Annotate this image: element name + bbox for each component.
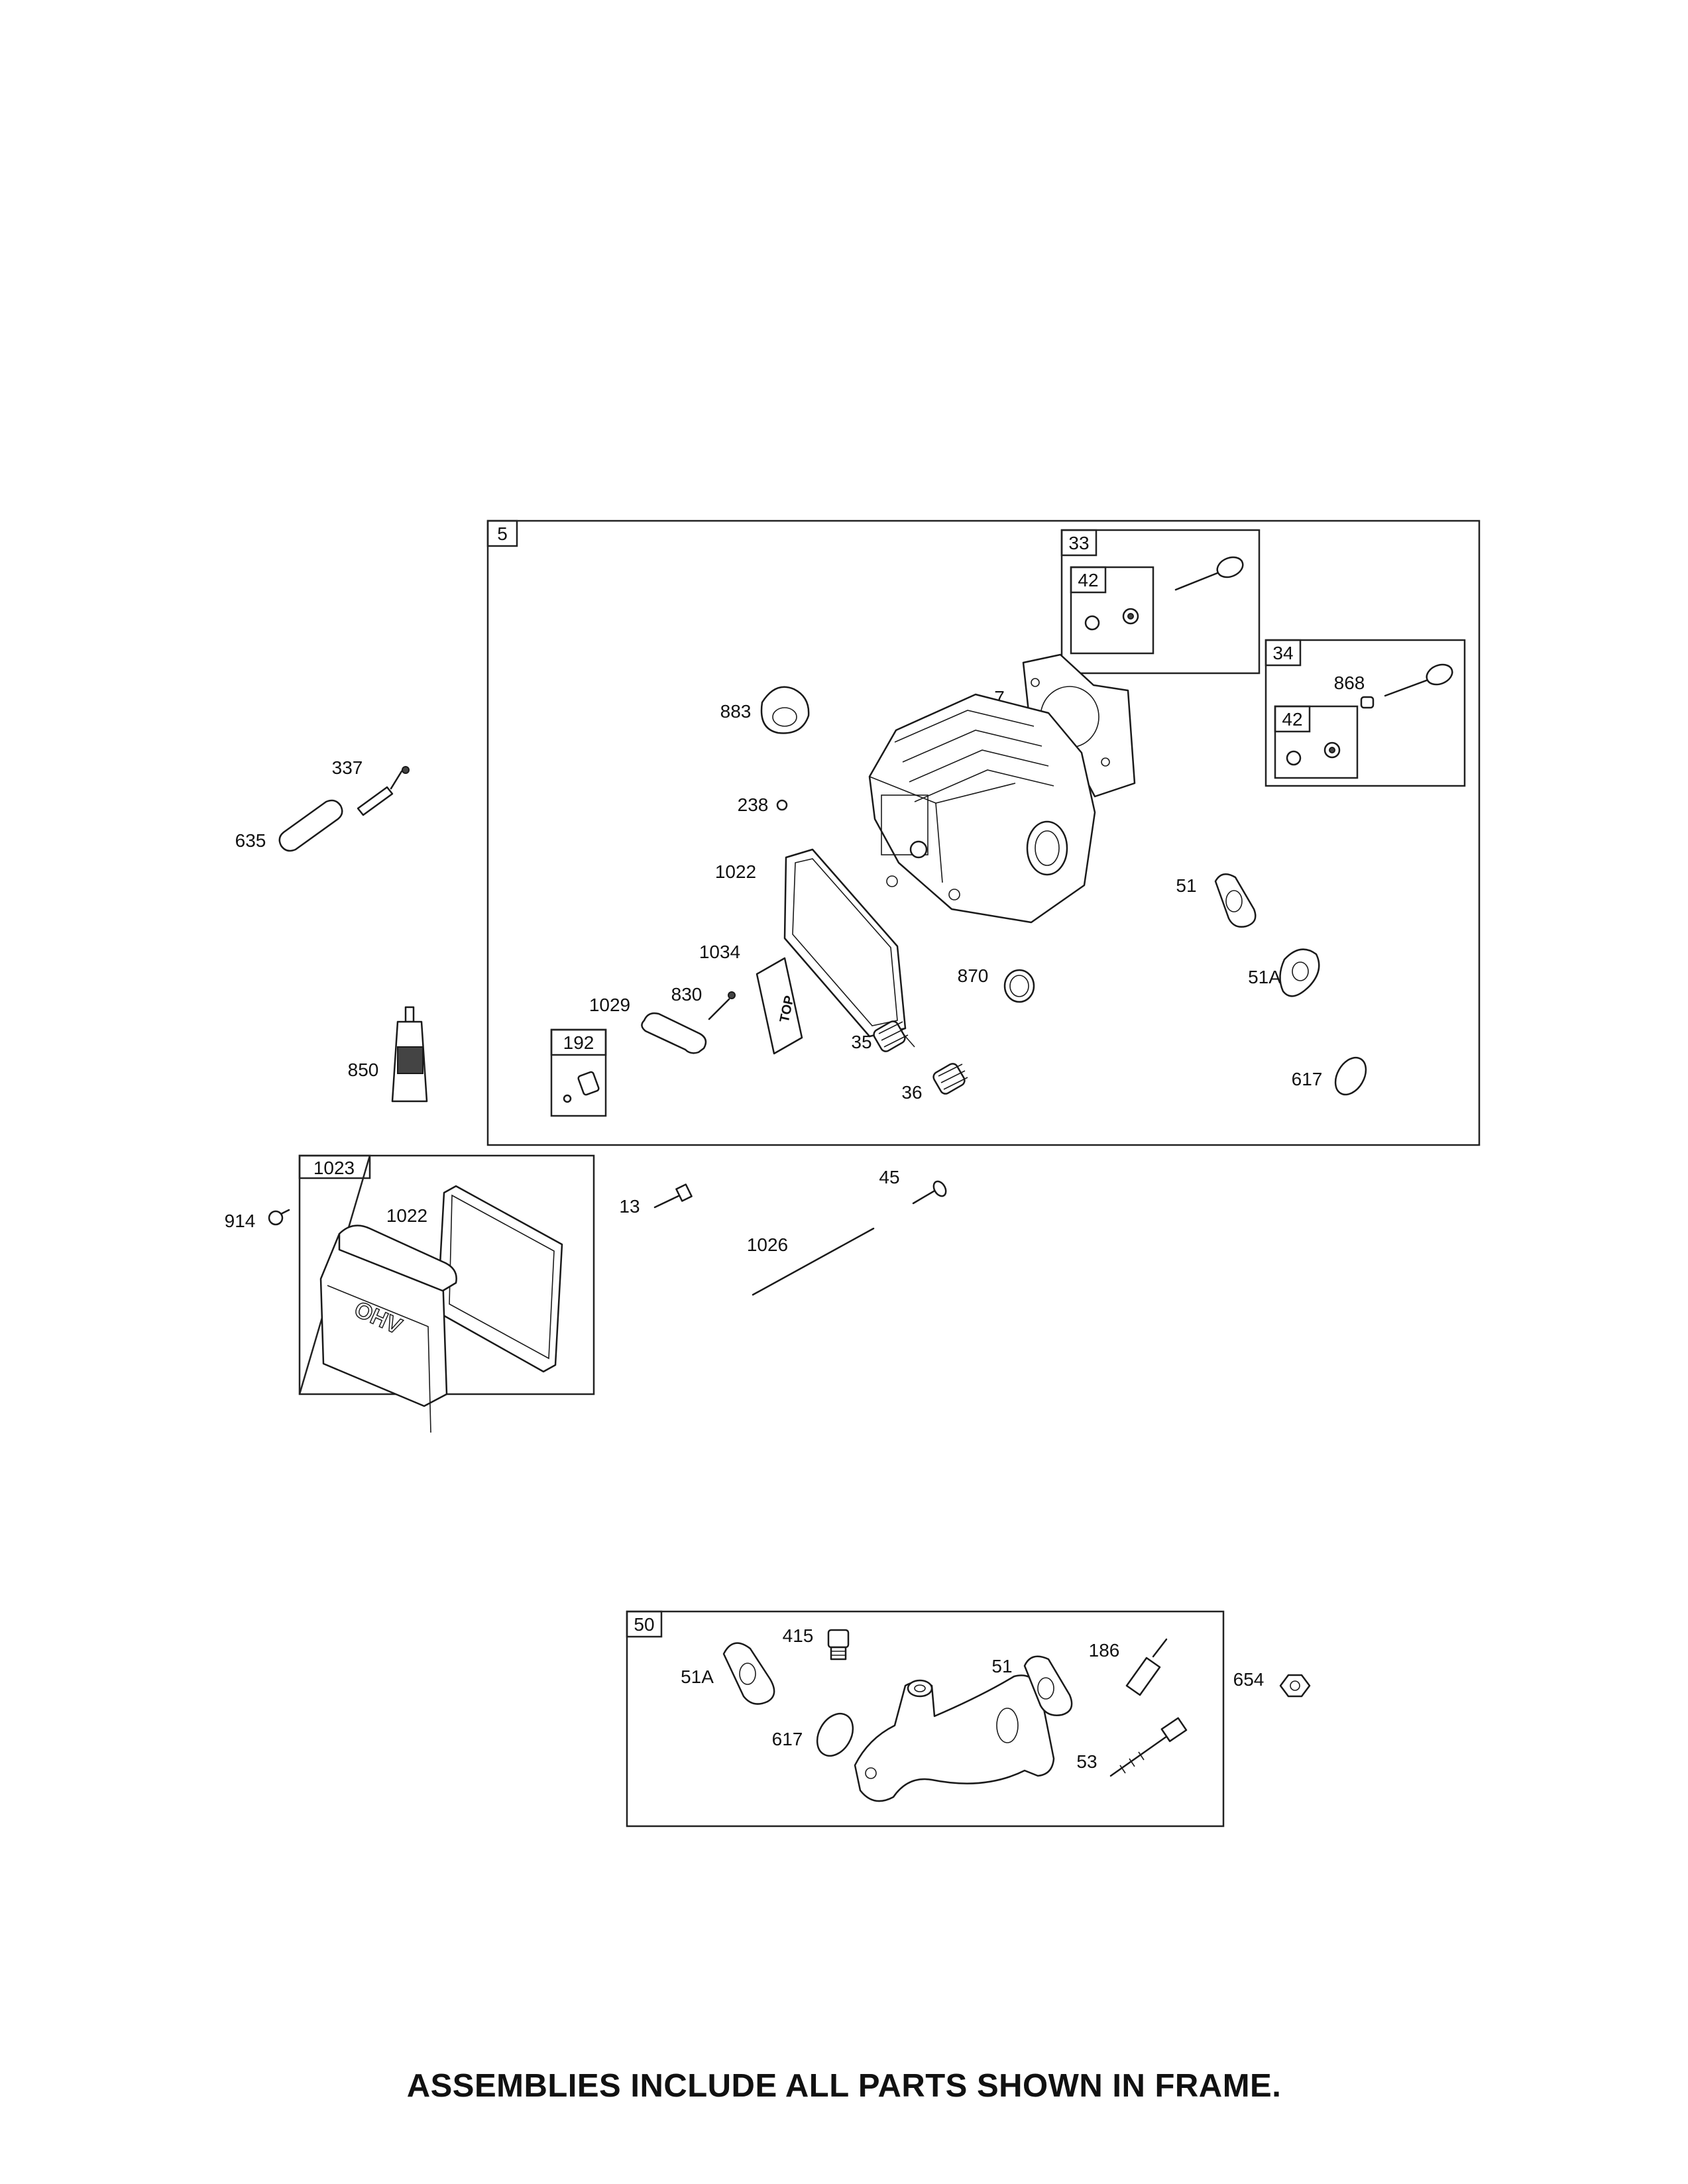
breather-plate-icon: TOP <box>756 957 803 1055</box>
frame-34-exhaust-valve: 34 42 868 <box>1265 639 1466 787</box>
head-bolt-icon <box>653 1183 693 1209</box>
valve-spring-icon-36 <box>932 1063 968 1095</box>
part-850-label: 850 <box>348 1060 379 1080</box>
frame-1023-rocker-cover: 1023 1022 OHV <box>298 1154 595 1433</box>
part-51-label-b: 51 <box>991 1656 1012 1676</box>
part-45-label: 45 <box>879 1167 899 1187</box>
part-186-label: 186 <box>1089 1640 1120 1661</box>
rocker-arm-icon <box>641 1012 707 1054</box>
part-51A-label-a: 51A <box>1248 967 1281 987</box>
part-1022-label-b: 1022 <box>386 1205 427 1226</box>
frame-5-cylinder-head-assembly: 5 <box>486 519 1481 1146</box>
part-51-label-a: 51 <box>1176 875 1196 896</box>
pipe-plug-icon <box>827 1629 850 1661</box>
part-13-label: 13 <box>619 1196 640 1217</box>
part-883-label: 883 <box>720 701 752 722</box>
part-914-label: 914 <box>225 1211 256 1231</box>
part-868-label: 868 <box>1334 673 1365 693</box>
frame-42-number-b: 42 <box>1282 709 1302 730</box>
part-53-label: 53 <box>1076 1751 1097 1772</box>
footer-note: ASSEMBLIES INCLUDE ALL PARTS SHOWN IN FR… <box>406 2068 1282 2104</box>
part-36-label: 36 <box>901 1082 922 1103</box>
part-654-label: 654 <box>1233 1669 1265 1690</box>
hex-nut-icon <box>1279 1674 1311 1698</box>
spark-plug-boot-icon <box>278 799 343 852</box>
manifold-o-ring-icon <box>816 1712 854 1757</box>
intake-manifold-icon <box>854 1674 1055 1802</box>
frame-192-adjuster: 192 <box>550 1028 607 1117</box>
o-ring-icon-870 <box>1003 969 1035 1003</box>
frame-42-number-a: 42 <box>1078 570 1098 590</box>
exhaust-port-gasket-icon <box>760 686 810 734</box>
frame-33-intake-valve: 33 42 <box>1060 529 1261 675</box>
frame-50-number: 50 <box>634 1614 654 1635</box>
valve-keeper-icon <box>1286 741 1341 766</box>
part-830-label: 830 <box>671 984 703 1005</box>
dowel-pin-icon <box>776 799 788 811</box>
frame-192-number: 192 <box>563 1032 594 1053</box>
frame-34-number: 34 <box>1272 643 1293 663</box>
intake-gasket-icon-51A <box>1279 948 1320 997</box>
part-35-label: 35 <box>851 1032 872 1052</box>
frame-33-number: 33 <box>1068 533 1089 553</box>
frame-5-number: 5 <box>497 523 508 544</box>
intake-valve-icon <box>1174 556 1244 591</box>
part-415-label: 415 <box>783 1625 814 1646</box>
part-337-label: 337 <box>332 757 363 778</box>
sealant-tube-icon <box>391 1006 428 1103</box>
part-51A-label-b: 51A <box>681 1666 714 1687</box>
frame-1023-number: 1023 <box>313 1158 355 1178</box>
manifold-gasket-icon-51A <box>722 1642 775 1705</box>
valve-keeper-icon <box>1084 608 1139 631</box>
valve-spring-icon-35 <box>873 1020 909 1052</box>
cover-screw-icon <box>268 1209 290 1226</box>
part-238-label: 238 <box>738 794 769 815</box>
cylinder-head-icon <box>868 693 1096 924</box>
push-rod-icon <box>752 1227 875 1296</box>
intake-gasket-icon-51 <box>1214 873 1257 928</box>
push-rod-guide-icon <box>912 1180 947 1205</box>
part-870-label: 870 <box>958 965 989 986</box>
part-1029-label: 1029 <box>589 995 630 1015</box>
adjusting-nut-icon <box>563 1071 600 1103</box>
part-635-label: 635 <box>235 830 266 851</box>
part-1022-label-a: 1022 <box>715 861 756 882</box>
rocker-cover-icon: OHV <box>319 1225 457 1433</box>
part-617-label-a: 617 <box>1292 1069 1323 1089</box>
rocker-stud-icon <box>708 991 736 1020</box>
manifold-stud-icon-53 <box>1109 1717 1188 1777</box>
frame-50-intake-manifold: 50 51A 415 617 51 186 <box>626 1610 1225 1828</box>
exhaust-valve-icon <box>1384 663 1453 697</box>
spark-plug-icon <box>357 766 410 816</box>
part-1026-label: 1026 <box>747 1234 788 1255</box>
valve-seal-icon <box>1360 696 1375 709</box>
manifold-stud-icon-186 <box>1125 1638 1168 1696</box>
manifold-gasket-icon-51 <box>1023 1655 1073 1716</box>
part-1034-label: 1034 <box>699 942 740 962</box>
o-ring-icon-617 <box>1334 1056 1367 1096</box>
rocker-cover-gasket-icon <box>783 848 915 1048</box>
part-617-label-b: 617 <box>772 1729 803 1749</box>
